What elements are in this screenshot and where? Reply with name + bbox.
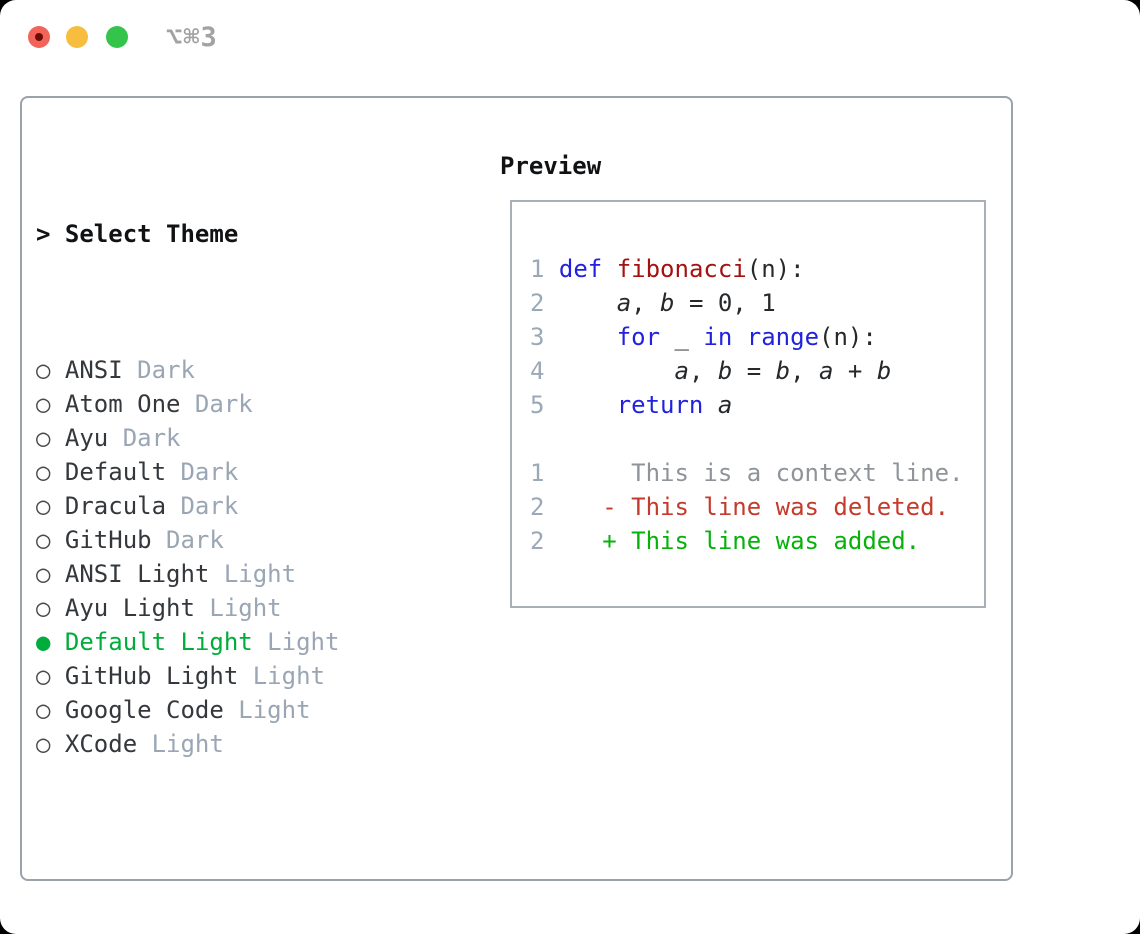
- theme-variant: Dark: [180, 492, 239, 520]
- radio-icon: ○: [36, 560, 51, 588]
- theme-list-item[interactable]: ○ Ayu Light Light: [36, 591, 441, 625]
- radio-icon: ○: [36, 662, 51, 690]
- theme-variant: Light: [151, 730, 224, 758]
- line-number: 2: [530, 493, 545, 521]
- theme-list-item[interactable]: ○ Dracula Dark: [36, 489, 441, 523]
- line-number: 5: [530, 391, 545, 419]
- theme-variant: Dark: [180, 458, 239, 486]
- theme-variant: Light: [238, 696, 311, 724]
- code-content: def fibonacci(n):: [558, 255, 805, 283]
- code-content: a, b = b, a + b: [674, 357, 892, 385]
- theme-name: Ayu Light: [64, 594, 195, 622]
- theme-name: ANSI: [64, 356, 123, 384]
- line-number: [530, 422, 559, 456]
- line-number: 1: [530, 255, 545, 283]
- theme-variant: Dark: [166, 526, 224, 554]
- theme-name: Atom One: [64, 390, 181, 418]
- theme-list-item[interactable]: ○ Atom One Dark: [36, 387, 441, 421]
- code-content: return a: [616, 391, 733, 419]
- preview-code-line: 4 a, b = b, a + b: [530, 354, 984, 388]
- radio-icon: ○: [36, 390, 51, 418]
- titlebar: ⌥⌘3: [0, 0, 1140, 72]
- theme-name: XCode: [64, 730, 138, 758]
- theme-list-item[interactable]: ○ ANSI Light Light: [36, 557, 441, 591]
- close-modified-dot-icon: [35, 33, 43, 41]
- code-content: [559, 425, 573, 453]
- theme-list-item[interactable]: ● Default Light Light: [36, 625, 441, 659]
- radio-icon: ○: [36, 458, 51, 486]
- radio-icon: ○: [36, 594, 51, 622]
- line-number: 1: [530, 459, 545, 487]
- theme-variant: Light: [252, 662, 325, 690]
- preview-heading: Preview: [500, 152, 602, 180]
- theme-variant: Light: [267, 628, 340, 656]
- preview-code-line: [530, 422, 984, 456]
- code-content: for _ in range(n):: [616, 323, 877, 351]
- minimize-button[interactable]: [66, 26, 88, 48]
- theme-name: Google Code: [64, 696, 224, 724]
- radio-icon: ○: [36, 730, 51, 758]
- spacer: [36, 863, 441, 897]
- theme-list-item[interactable]: ○ Ayu Dark: [36, 421, 441, 455]
- theme-name: Default Light: [64, 628, 253, 656]
- preview-code-line: 3 for _ in range(n):: [530, 320, 984, 354]
- theme-list-item[interactable]: ○ Default Dark: [36, 455, 441, 489]
- radio-icon: ○: [36, 526, 51, 554]
- radio-icon: ○: [36, 696, 51, 724]
- radio-icon: ○: [36, 424, 51, 452]
- close-button[interactable]: [28, 26, 50, 48]
- theme-name: Ayu: [64, 424, 109, 452]
- code-content: + This line was added.: [558, 527, 921, 555]
- radio-icon: ●: [36, 628, 51, 656]
- preview-code-line: 1 This is a context line.: [530, 456, 984, 490]
- theme-list-item[interactable]: ○ GitHub Dark: [36, 523, 441, 557]
- theme-variant: Light: [223, 560, 297, 588]
- theme-name: Default: [64, 458, 167, 486]
- theme-list-item[interactable]: ○ ANSI Dark: [36, 353, 441, 387]
- radio-icon: ○: [36, 492, 51, 520]
- preview-code-line: 2 + This line was added.: [530, 524, 984, 558]
- theme-name: GitHub Light: [64, 662, 239, 690]
- theme-name: ANSI Light: [64, 560, 210, 588]
- theme-variant: Light: [209, 594, 282, 622]
- select-theme-heading-label: Select Theme: [64, 220, 239, 248]
- theme-list-item[interactable]: ○ XCode Light: [36, 727, 441, 761]
- theme-name: Dracula: [64, 492, 167, 520]
- theme-variant: Dark: [137, 356, 195, 384]
- theme-list-item[interactable]: ○ Google Code Light: [36, 693, 441, 727]
- radio-icon: ○: [36, 356, 51, 384]
- select-theme-heading: > Select Theme: [36, 217, 441, 251]
- preview-code-line: 2 a, b = 0, 1: [530, 286, 984, 320]
- zoom-button[interactable]: [106, 26, 128, 48]
- preview-code-line: 1 def fibonacci(n):: [530, 252, 984, 286]
- theme-list-item[interactable]: ○ GitHub Light Light: [36, 659, 441, 693]
- code-content: a, b = 0, 1: [616, 289, 776, 317]
- code-content: - This line was deleted.: [558, 493, 950, 521]
- line-number: 2: [530, 289, 545, 317]
- code-content: This is a context line.: [558, 459, 964, 487]
- preview-code-line: 5 return a: [530, 388, 984, 422]
- theme-variant: Dark: [122, 424, 181, 452]
- window-shortcut-label: ⌥⌘3: [166, 22, 218, 53]
- line-number: 4: [530, 357, 545, 385]
- focus-marker-icon: >: [36, 220, 51, 248]
- line-number: 3: [530, 323, 545, 351]
- theme-name: GitHub: [64, 526, 152, 554]
- preview-code-line: 2 - This line was deleted.: [530, 490, 984, 524]
- theme-variant: Dark: [194, 390, 253, 418]
- line-number: 2: [530, 527, 545, 555]
